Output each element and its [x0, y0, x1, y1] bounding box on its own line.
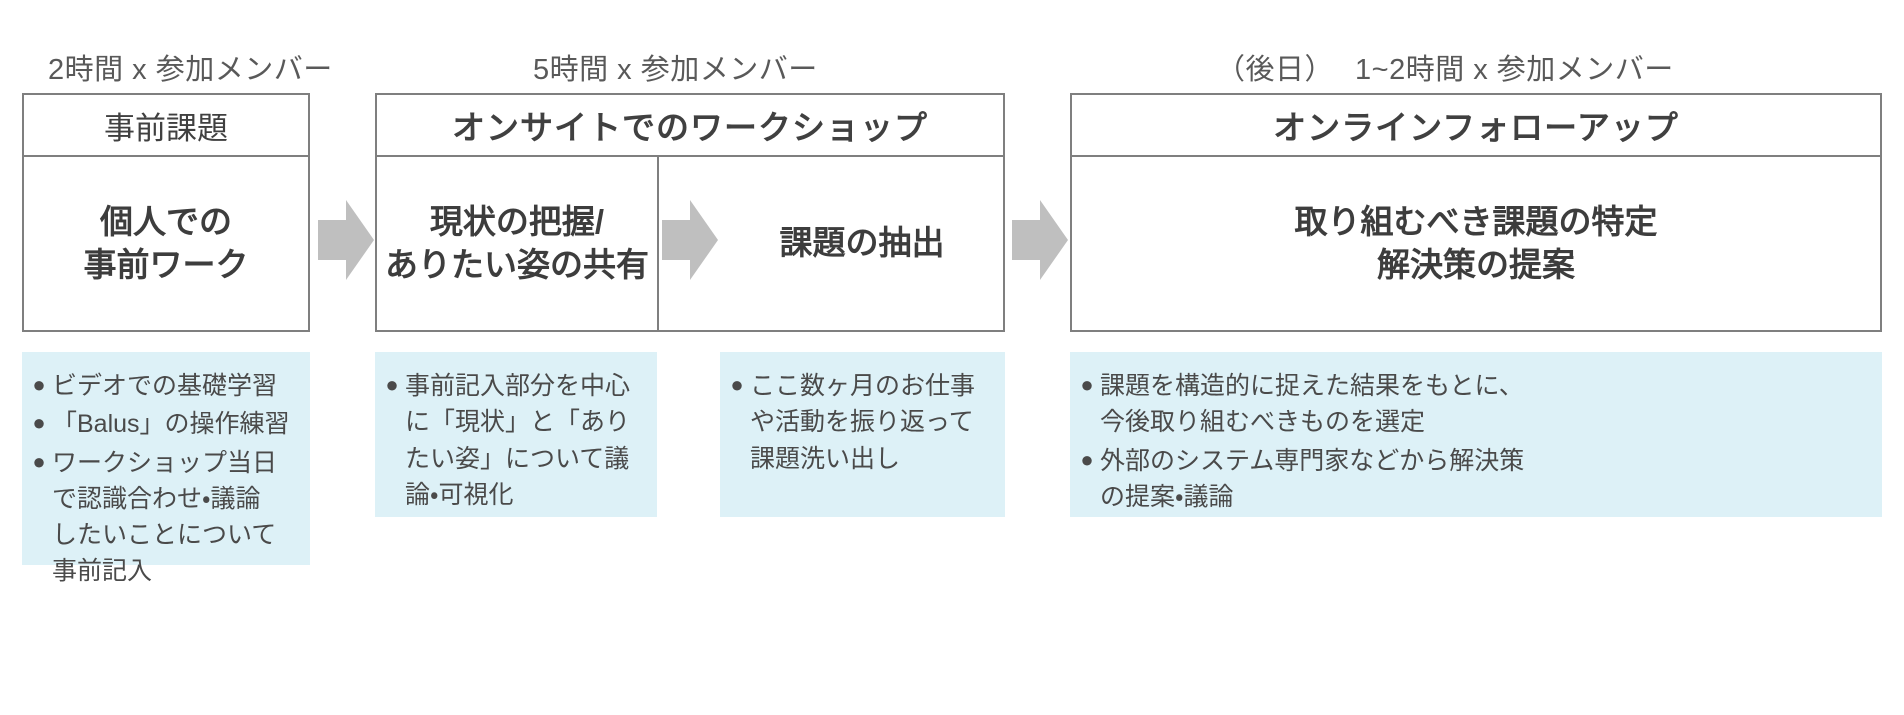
- caption-phase1-duration: 2時間 x 参加メンバー: [48, 54, 333, 86]
- arrow-current-to-issues-icon: [660, 198, 720, 282]
- phase-box-pre-assignment: 事前課題 個人での 事前ワーク: [22, 93, 310, 332]
- phase-box-online-followup: オンラインフォローアップ 取り組むべき課題の特定 解決策の提案: [1070, 93, 1882, 332]
- bullet-icon: ●: [730, 372, 744, 397]
- step-box-extract-issues: 課題の抽出: [779, 224, 945, 262]
- step-box-identify-issues-and-propose: 取り組むべき課題の特定 解決策の提案: [1294, 203, 1658, 283]
- list-item: ●事前記入部分を中心 に「現状」と「あり たい姿」について議 論・可視化: [379, 368, 647, 513]
- bullet-icon: ●: [32, 410, 46, 436]
- detail-list-online-followup: ●課題を構造的に捉えた結果をもとに、 今後取り組むべきものを選定 ●外部のシステ…: [1074, 368, 1872, 515]
- phase-box-onsite-workshop: オンサイトでのワークショップ 現状の把握/ ありたい姿の共有 課題の抽出: [375, 93, 1005, 332]
- list-item: ●「Balus」の操作練習: [26, 406, 300, 442]
- step-box-individual-pre-work: 個人での 事前ワーク: [83, 203, 249, 283]
- caption-phase2-duration: 5時間 x 参加メンバー: [533, 54, 818, 86]
- phase-title-pre-assignment: 事前課題: [24, 95, 308, 157]
- bullet-icon: ●: [32, 448, 46, 474]
- list-item: ●ビデオでの基礎学習: [26, 368, 300, 404]
- arrow-onsite-to-followup-icon: [1010, 198, 1070, 282]
- detail-panel-online-followup: ●課題を構造的に捉えた結果をもとに、 今後取り組むべきものを選定 ●外部のシステ…: [1070, 352, 1882, 517]
- list-item: ●外部のシステム専門家などから解決策 の提案・議論: [1074, 443, 1872, 516]
- bullet-icon: ●: [32, 372, 46, 397]
- detail-panel-grasp-current-state: ●事前記入部分を中心 に「現状」と「あり たい姿」について議 論・可視化: [375, 352, 657, 517]
- list-item-label: ワークショップ当日 で認識合わせ・議論 したいことについて 事前記入: [52, 448, 278, 586]
- bullet-icon: ●: [385, 372, 399, 397]
- bullet-icon: ●: [1080, 372, 1094, 397]
- detail-list-grasp-current-state: ●事前記入部分を中心 に「現状」と「あり たい姿」について議 論・可視化: [379, 368, 647, 513]
- list-item: ●ここ数ヶ月のお仕事 や活動を振り返って 課題洗い出し: [724, 368, 995, 477]
- bullet-icon: ●: [1080, 446, 1094, 472]
- step-box-grasp-current-state: 現状の把握/ ありたい姿の共有: [377, 157, 659, 330]
- list-item: ●課題を構造的に捉えた結果をもとに、 今後取り組むべきものを選定: [1074, 368, 1872, 441]
- phase-title-onsite-workshop: オンサイトでのワークショップ: [377, 95, 1003, 157]
- caption-phase3-note: （後日）: [1216, 54, 1335, 86]
- detail-panel-pre-assignment: ●ビデオでの基礎学習 ●「Balus」の操作練習 ●ワークショップ当日 で認識合…: [22, 352, 310, 585]
- list-item-label: 課題を構造的に捉えた結果をもとに、 今後取り組むべきものを選定: [1100, 372, 1524, 437]
- detail-panel-extract-issues: ●ここ数ヶ月のお仕事 や活動を振り返って 課題洗い出し: [720, 352, 1005, 517]
- list-item-label: 事前記入部分を中心 に「現状」と「あり たい姿」について議 論・可視化: [405, 372, 631, 509]
- list-item-label: ここ数ヶ月のお仕事 や活動を振り返って 課題洗い出し: [750, 372, 976, 473]
- detail-list-pre-assignment: ●ビデオでの基礎学習 ●「Balus」の操作練習 ●ワークショップ当日 で認識合…: [26, 368, 300, 590]
- caption-phase3-duration: 1~2時間 x 参加メンバー: [1355, 54, 1674, 86]
- detail-list-extract-issues: ●ここ数ヶ月のお仕事 や活動を振り返って 課題洗い出し: [724, 368, 995, 477]
- list-item-label: 「Balus」の操作練習: [52, 410, 290, 439]
- list-item-label: 外部のシステム専門家などから解決策 の提案・議論: [1100, 446, 1525, 511]
- list-item: ●ワークショップ当日 で認識合わせ・議論 したいことについて 事前記入: [26, 445, 300, 590]
- phase-title-online-followup: オンラインフォローアップ: [1072, 95, 1880, 157]
- list-item-label: ビデオでの基礎学習: [52, 372, 278, 400]
- arrow-pre-to-onsite-icon: [316, 198, 376, 282]
